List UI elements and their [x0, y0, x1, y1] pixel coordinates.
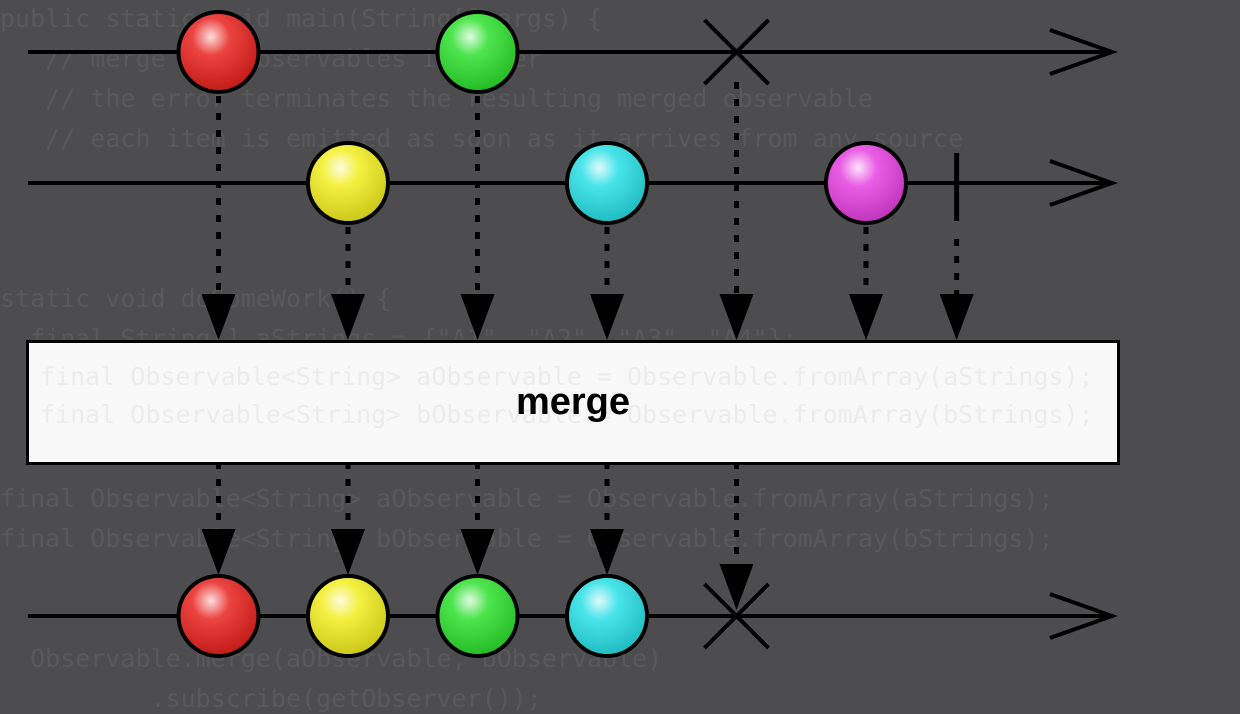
magenta-marble: [824, 141, 908, 225]
error-terminal: [703, 582, 770, 650]
operator-code-overlay-line: final Observable<String> aObservable = O…: [40, 362, 1094, 391]
emission-arrowhead: [201, 294, 236, 340]
operator-name: merge: [515, 381, 631, 423]
green-marble: [435, 574, 520, 658]
source-b-arrowhead: [1049, 159, 1118, 207]
error-arrowhead: [719, 294, 754, 340]
yellow-marble: [306, 574, 390, 658]
emission-arrowhead: [331, 294, 365, 340]
operator-box: [26, 340, 1120, 465]
red-marble: [176, 10, 261, 94]
complete-arrowhead: [939, 294, 974, 340]
background-code-line: final Observable<String> aObservable = O…: [0, 484, 1054, 513]
background-code-line: // the error terminates the resulting me…: [0, 84, 873, 113]
operator-code-overlay-line: final Observable<String> bObservable = O…: [40, 400, 1094, 429]
red-marble: [176, 574, 261, 658]
cyan-marble: [565, 141, 649, 225]
yellow-marble: [306, 141, 390, 225]
error-output-arrowhead: [719, 564, 754, 610]
background-code-line: .subscribe(getObserver());: [0, 684, 542, 713]
marbles-layer: [176, 10, 960, 658]
operator-label: merge: [26, 340, 1120, 465]
source-a-arrowhead: [1049, 28, 1118, 76]
output-arrowhead: [1049, 592, 1118, 640]
green-marble: [435, 10, 520, 94]
output-arrowhead: [331, 529, 365, 575]
output-arrowhead: [460, 529, 495, 575]
marble-diagram: public static void main(String[] args) {…: [0, 4, 1120, 713]
emission-arrowhead: [849, 294, 883, 340]
error-terminal: [703, 18, 770, 86]
output-arrowhead: [201, 529, 236, 575]
background-code-line: final String[] aStrings = {"A1", "A2", "…: [0, 324, 798, 353]
output-arrowhead: [590, 529, 624, 575]
emission-arrowhead: [590, 294, 624, 340]
emission-arrowhead: [460, 294, 495, 340]
cyan-marble: [565, 574, 649, 658]
